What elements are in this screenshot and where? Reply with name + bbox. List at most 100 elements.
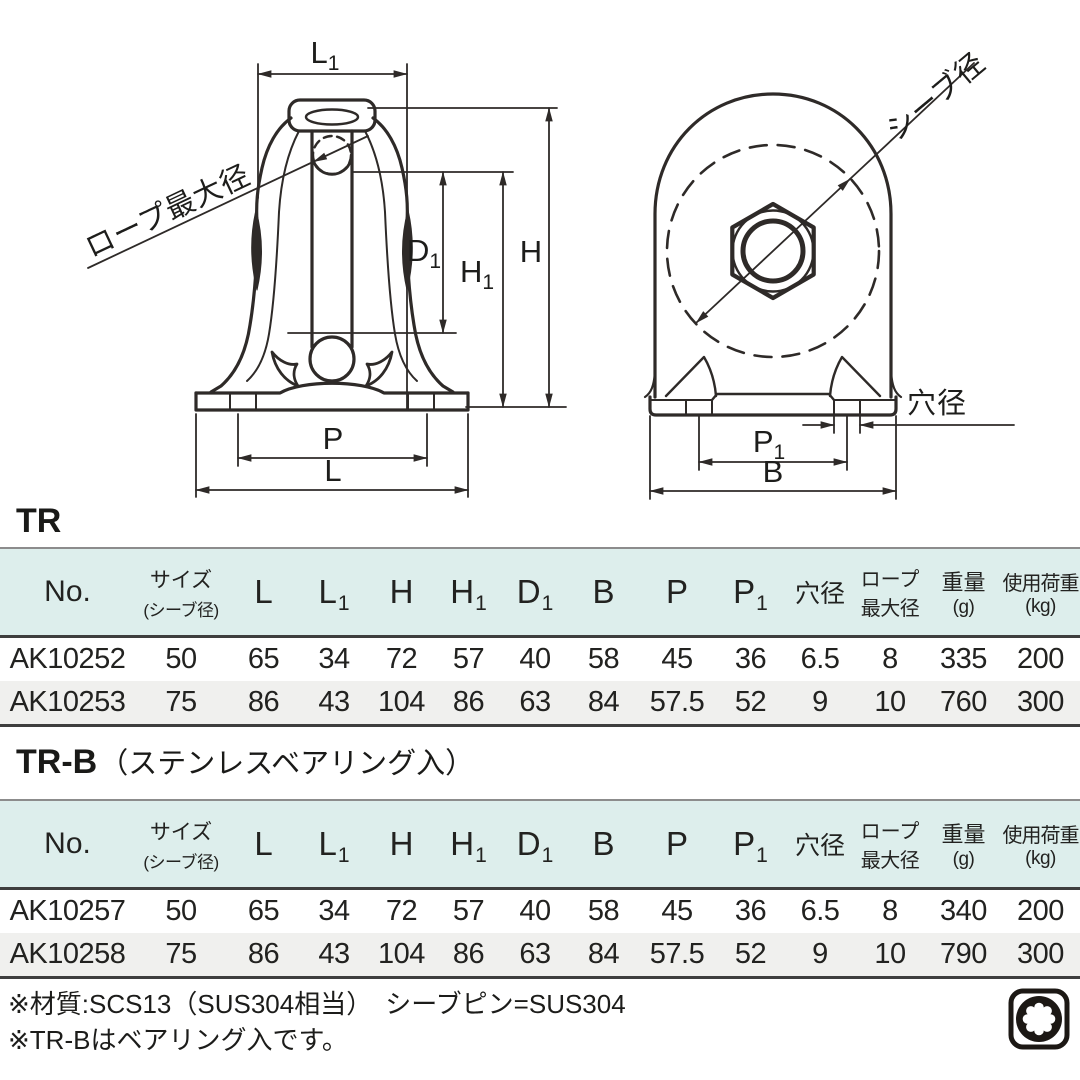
column-header-2: サイズ(シーブ径) (143, 568, 219, 620)
dim-label-d1: D1 (407, 233, 441, 273)
column-header-2: サイズ(シーブ径) (143, 820, 219, 872)
spec-value: 36 (734, 895, 767, 927)
spec-value: 43 (318, 938, 350, 970)
column-header-10: P1 (733, 573, 768, 615)
column-header-12: ロープ最大径 (860, 569, 920, 620)
spec-value: 75 (165, 686, 197, 718)
spec-value: 760 (940, 686, 987, 718)
column-header-5: H (389, 825, 414, 862)
spec-value: 52 (734, 686, 767, 718)
bearing-icon (1008, 988, 1070, 1050)
column-header-14: 使用荷重(kg) (1002, 824, 1080, 869)
side-view-dimensions (87, 63, 567, 498)
spec-value: 36 (734, 643, 767, 675)
spec-value: 72 (385, 643, 418, 675)
rope-max-dia-label: ロープ最大径 (80, 158, 255, 264)
dim-label-b: B (763, 454, 784, 489)
column-header-3: L (254, 825, 273, 862)
spec-value: 86 (247, 938, 280, 970)
spec-value: 6.5 (800, 895, 840, 927)
note-bearing: ※TR-Bはベアリング入です。 (8, 1025, 348, 1055)
side-view-outline (194, 98, 470, 412)
spec-value: 104 (378, 938, 425, 970)
spec-value: 300 (1017, 938, 1064, 970)
front-view-outline (643, 92, 903, 417)
column-header-12: ロープ最大径 (860, 821, 920, 872)
spec-value: 86 (452, 686, 485, 718)
column-header-9: P (665, 825, 688, 862)
spec-value: 790 (940, 938, 987, 970)
spec-value: 340 (940, 895, 987, 927)
column-header-8: B (592, 825, 615, 862)
product-code: AK10257 (9, 895, 126, 927)
spec-value: 57.5 (649, 938, 705, 970)
spec-value: 9 (812, 686, 828, 718)
column-header-14: 使用荷重(kg) (1002, 572, 1080, 617)
spec-value: 8 (882, 643, 898, 675)
spec-value: 84 (587, 686, 620, 718)
spec-value: 57 (452, 643, 485, 675)
column-header-5: H (389, 573, 414, 610)
sheave-dia-label: シーブ径 (880, 46, 992, 147)
product-code: AK10253 (9, 686, 126, 718)
column-header-10: P1 (733, 825, 768, 867)
dim-label-l: L (324, 453, 341, 488)
spec-value: 57.5 (649, 686, 705, 718)
column-header-11: 穴径 (794, 580, 845, 608)
column-header-11: 穴径 (794, 832, 845, 860)
spec-value: 52 (734, 938, 767, 970)
spec-value: 6.5 (800, 643, 840, 675)
table-row: AK10252 50 65 34 72 57 40 58 45 36 6.5 8 335 200 (0, 637, 1080, 682)
series-subtitle: （ステンレスベアリング入） (99, 748, 475, 780)
section-title-tr-b: TR-B（ステンレスベアリング入） (16, 740, 474, 782)
spec-value: 34 (318, 895, 350, 927)
spec-value: 72 (385, 895, 418, 927)
column-header-9: P (665, 573, 688, 610)
front-view-dimensions (649, 62, 1015, 500)
product-code: AK10252 (9, 643, 126, 675)
spec-value: 34 (318, 643, 350, 675)
column-header-3: L (254, 573, 273, 610)
spec-value: 200 (1017, 895, 1064, 927)
dim-label-p: P (323, 421, 344, 456)
spec-value: 200 (1017, 643, 1064, 675)
column-header-4: L1 (318, 573, 350, 615)
dim-label-h1: H1 (460, 254, 494, 294)
dim-label-l1: L1 (311, 35, 340, 75)
column-header-6: H1 (450, 573, 487, 615)
spec-value: 75 (165, 938, 197, 970)
note-material: ※材質:SCS13（SUS304相当） シーブピン=SUS304 (8, 989, 626, 1019)
section-title-tr: TR (16, 502, 63, 541)
spec-value: 63 (519, 686, 551, 718)
spec-value: 8 (882, 895, 898, 927)
dim-label-p1: P1 (753, 424, 785, 464)
spec-value: 50 (165, 643, 197, 675)
column-header-4: L1 (318, 825, 350, 867)
spec-value: 57 (452, 895, 485, 927)
spec-value: 65 (247, 643, 280, 675)
column-header-7: D1 (516, 825, 554, 867)
spec-value: 50 (165, 895, 197, 927)
spec-value: 86 (247, 686, 280, 718)
spec-value: 45 (661, 643, 693, 675)
column-header-1: No. (44, 827, 91, 860)
technical-drawing: L1 H H1 D1 P L ロープ最大径 シ (80, 35, 1015, 500)
column-header-1: No. (44, 575, 91, 608)
spec-value: 40 (519, 895, 551, 927)
column-header-7: D1 (516, 573, 554, 615)
spec-value: 300 (1017, 686, 1064, 718)
hole-dia-label: 穴径 (907, 387, 967, 420)
column-header-8: B (592, 573, 615, 610)
series-name: TR-B (16, 743, 98, 781)
spec-value: 40 (519, 643, 551, 675)
spec-value: 58 (587, 643, 620, 675)
column-header-13: 重量(g) (941, 822, 986, 870)
spec-value: 335 (940, 643, 987, 675)
spec-value: 9 (812, 938, 828, 970)
spec-value: 43 (318, 686, 350, 718)
